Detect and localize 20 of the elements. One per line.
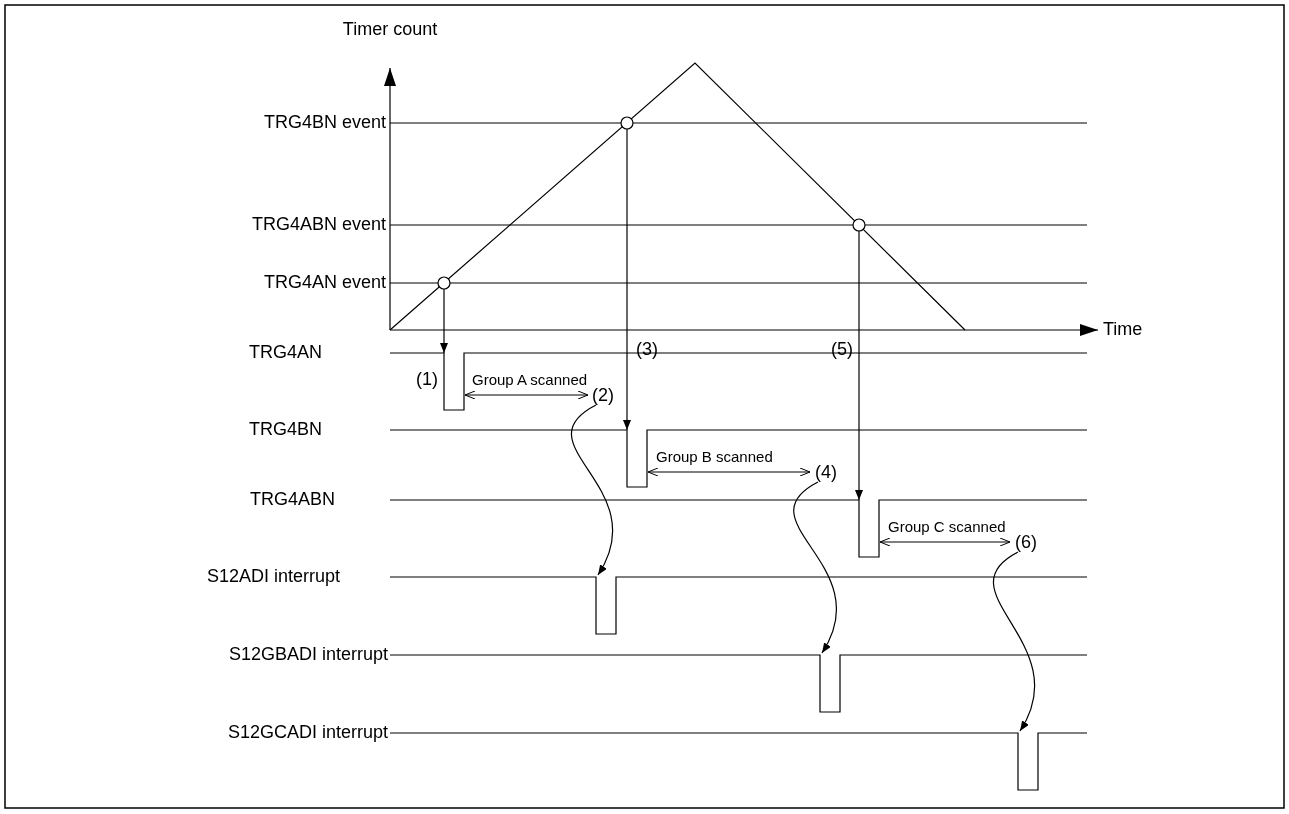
signal-name: TRG4BN — [249, 420, 322, 440]
level-label: TRG4ABN event — [251, 215, 386, 235]
interval-label: Group B scanned — [656, 448, 773, 466]
step-number: (2) — [592, 386, 614, 406]
step-number: (6) — [1015, 533, 1037, 553]
interval-label: Group A scanned — [472, 371, 588, 389]
signal-name: S12GBADI interrupt — [228, 645, 388, 665]
axis-title: Time — [1103, 320, 1143, 340]
interval-label: Group C scanned — [888, 518, 1006, 536]
step-number: (4) — [815, 463, 837, 483]
level-label: TRG4AN event — [263, 273, 386, 293]
step-number: (1) — [416, 370, 438, 390]
signal-name: S12GCADI interrupt — [227, 723, 388, 743]
step-number: (3) — [636, 340, 658, 360]
signal-name: TRG4ABN — [249, 490, 335, 510]
level-label: TRG4BN event — [263, 113, 386, 133]
axis-title: Timer count — [342, 20, 438, 40]
signal-name: TRG4AN — [249, 343, 322, 363]
signal-name: S12ADI interrupt — [206, 567, 340, 587]
step-number: (5) — [831, 340, 853, 360]
